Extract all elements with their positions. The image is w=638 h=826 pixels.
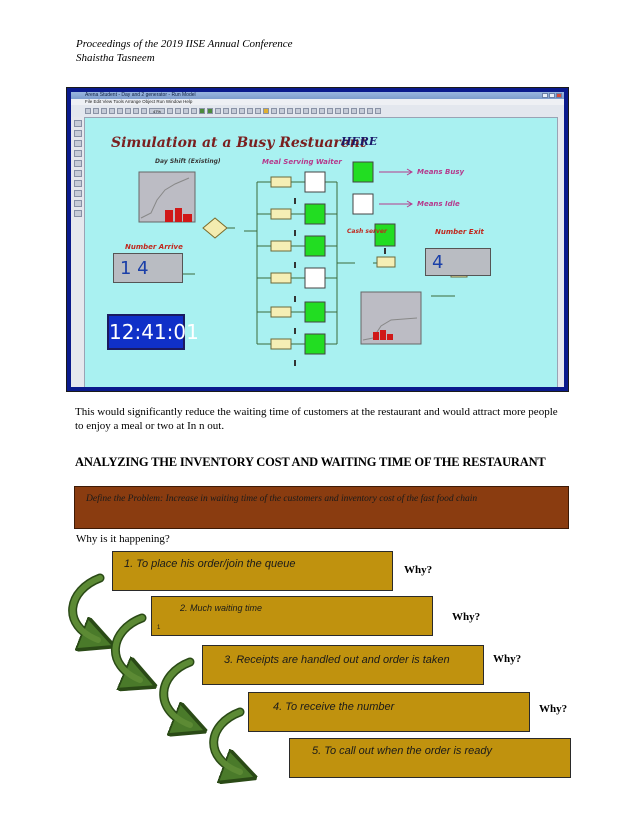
step-5-label: 5. To call out when the order is ready: [312, 745, 492, 757]
project-bar: [71, 117, 85, 387]
number-arrive-label: Number Arrive: [125, 243, 183, 251]
window-toolbar: 47%: [71, 105, 564, 118]
zoom-box: 47%: [149, 108, 165, 114]
legend-busy-label: Means Busy: [417, 168, 465, 176]
number-exit-value: 4: [425, 248, 491, 276]
step-2-box: 2. Much waiting time 1: [151, 596, 433, 636]
maximize-icon: [549, 93, 555, 98]
define-problem-text: Define the Problem: Increase in waiting …: [86, 494, 478, 504]
arena-window: Arena Student - Day and 2 generator - Ru…: [71, 92, 564, 387]
day-shift-label: Day Shift (Existing): [155, 158, 221, 165]
model-graphics: [138, 161, 468, 366]
minimize-icon: [542, 93, 548, 98]
page-header: Proceedings of the 2019 IISE Annual Conf…: [76, 37, 293, 65]
simulation-screenshot: Arena Student - Day and 2 generator - Ru…: [66, 87, 569, 392]
legend-idle-label: Means Idle: [417, 200, 460, 208]
window-title: Arena Student - Day and 2 generator - Ru…: [85, 92, 196, 98]
scrollbar: [557, 117, 564, 387]
step-1-box: 1. To place his order/join the queue: [112, 551, 393, 591]
header-conference: Proceedings of the 2019 IISE Annual Conf…: [76, 38, 293, 50]
step-5-box: 5. To call out when the order is ready: [289, 738, 571, 778]
header-author: Shaistha Tasneem: [76, 52, 155, 64]
why-3: Why?: [493, 653, 522, 665]
section-heading: ANALYZING THE INVENTORY COST AND WAITING…: [75, 455, 546, 469]
why-1: Why?: [404, 564, 433, 576]
why-question: Why is it happening?: [76, 533, 170, 545]
why-4: Why?: [539, 703, 568, 715]
step-2-note: 1: [157, 625, 161, 631]
meal-serving-label: Meal Serving Waiter: [262, 158, 342, 166]
body-paragraph: This would significantly reduce the wait…: [75, 406, 558, 432]
step-2-label: 2. Much waiting time: [180, 603, 263, 613]
define-problem-box: Define the Problem: Increase in waiting …: [74, 486, 569, 529]
window-title-bar: Arena Student - Day and 2 generator - Ru…: [71, 92, 564, 99]
cash-server-label: Cash server: [347, 228, 387, 235]
legend-arrows: [379, 168, 413, 208]
step-4-box: 4. To receive the number: [248, 692, 530, 732]
legend-title: HERE: [341, 135, 378, 148]
model-canvas: Simulation at a Busy Restuarent HERE Mea…: [85, 118, 557, 387]
window-menu-bar: File Edit View Tools Arrange Object Run …: [71, 99, 564, 105]
step-4-label: 4. To receive the number: [273, 701, 395, 713]
close-icon: [556, 93, 562, 98]
step-3-box: 3. Receipts are handled out and order is…: [202, 645, 484, 685]
simulation-clock: 12:41:01: [107, 314, 199, 350]
why-2: Why?: [452, 611, 481, 623]
number-arrive-value: 1 4: [113, 253, 183, 283]
step-3-label: 3. Receipts are handled out and order is…: [224, 654, 450, 666]
number-exit-label: Number Exit: [435, 228, 484, 236]
step-1-label: 1. To place his order/join the queue: [124, 558, 296, 570]
simulation-title: Simulation at a Busy Restuarent: [111, 135, 367, 151]
window-controls: [542, 93, 562, 98]
